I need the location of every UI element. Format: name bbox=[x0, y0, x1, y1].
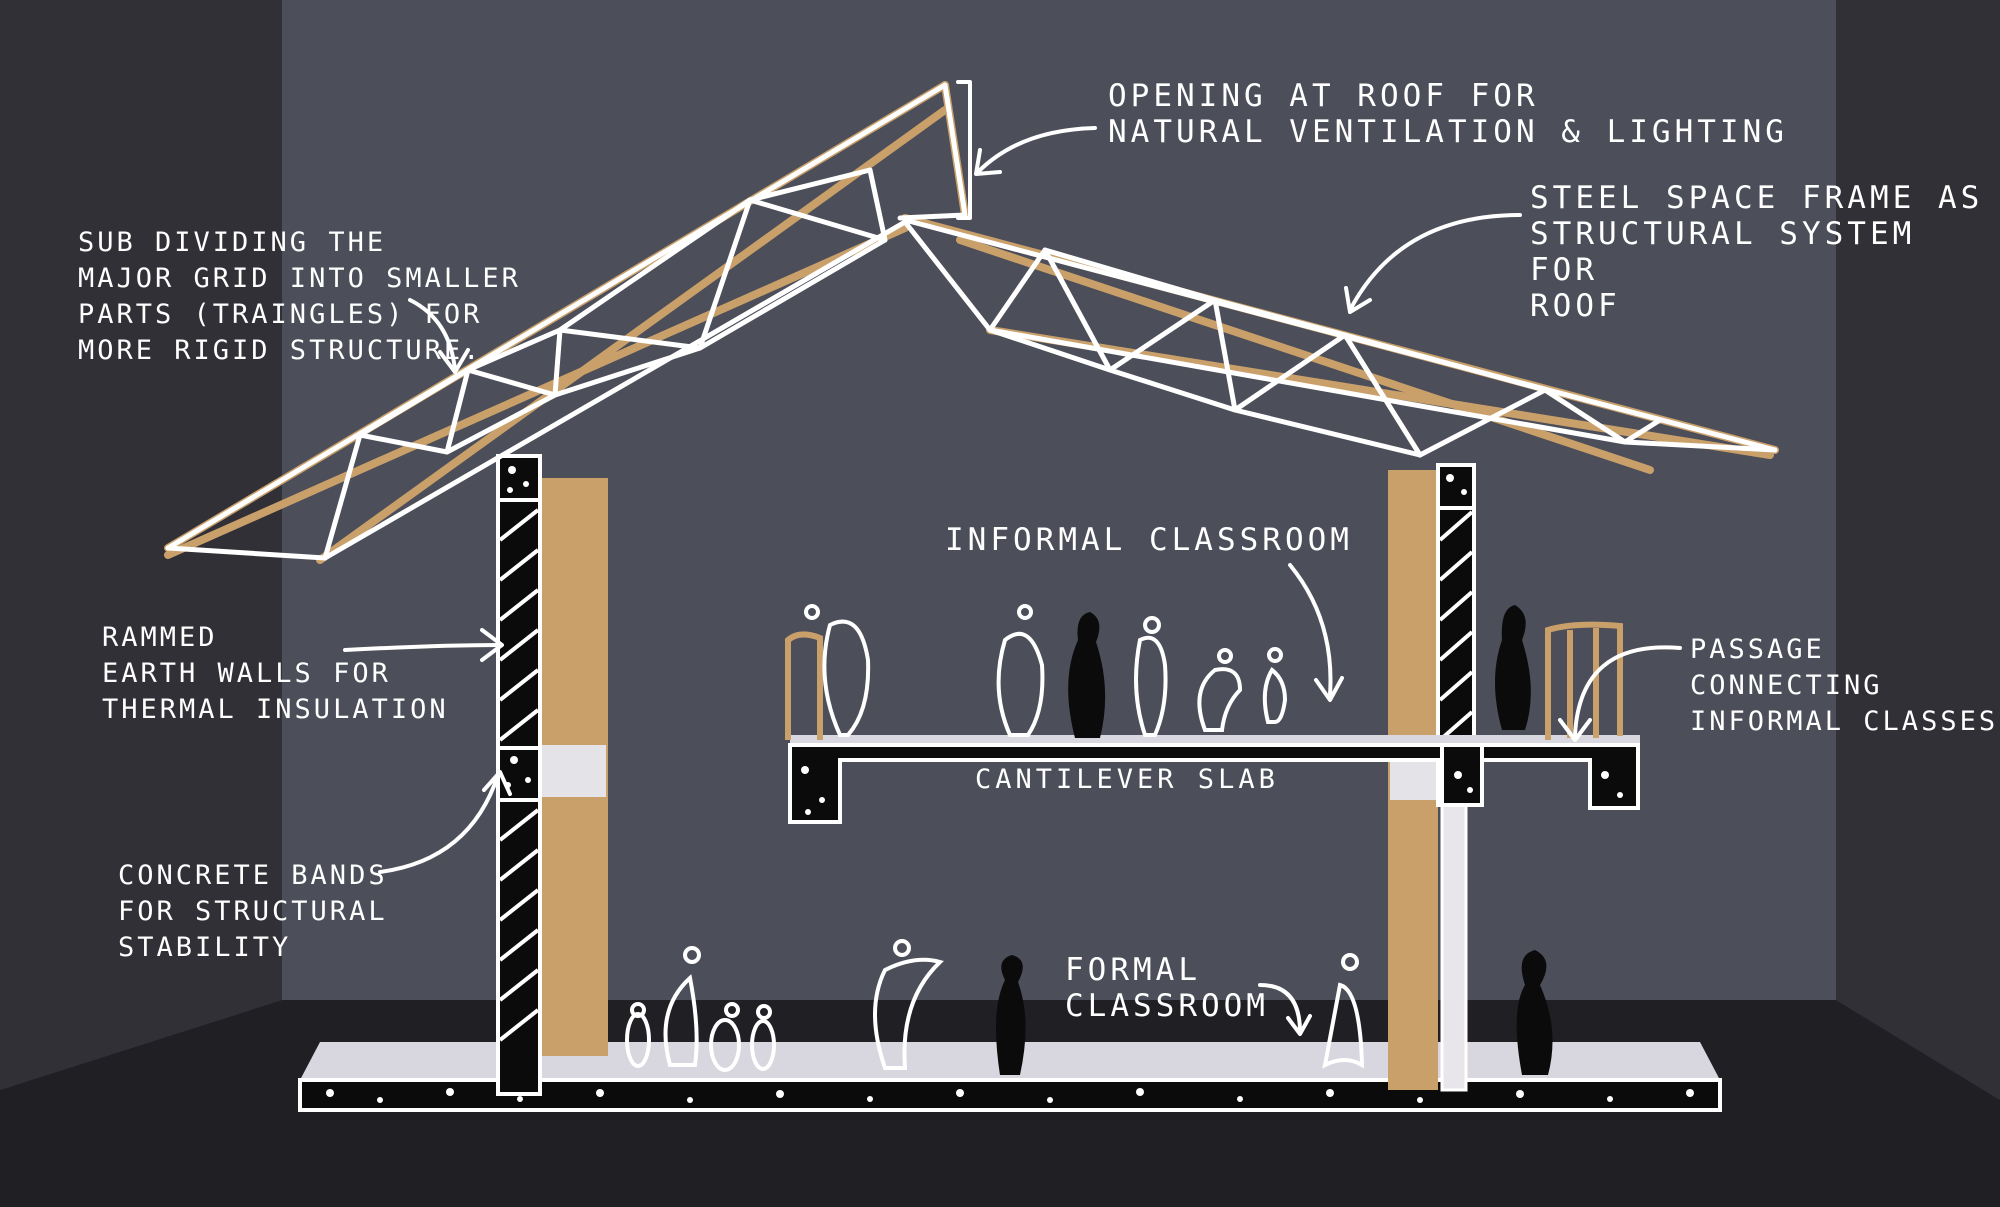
label-informal-classroom: INFORMAL CLASSROOM bbox=[945, 522, 1353, 558]
passage-arrow bbox=[1573, 645, 1682, 737]
silhouette-upper-2 bbox=[1495, 605, 1531, 730]
roof-opening-arrow bbox=[976, 126, 1097, 174]
formal-classroom-arrow bbox=[1258, 983, 1302, 1034]
ground-slab-speckle bbox=[326, 1088, 1694, 1103]
right-wall-band bbox=[1390, 760, 1436, 800]
people-upper-floor-silhouettes bbox=[1068, 605, 1531, 738]
label-cantilever-slab: CANTILEVER SLAB bbox=[975, 764, 1279, 795]
cantilever-slab-section bbox=[788, 743, 1640, 824]
concrete-bands-arrow bbox=[378, 773, 500, 874]
right-side-wall bbox=[1836, 0, 2000, 1100]
label-concrete-bands: CONCRETE BANDS FOR STRUCTURAL STABILITY bbox=[118, 860, 388, 963]
roof-sketch-lines bbox=[165, 82, 1778, 561]
silhouette-ground-1 bbox=[996, 955, 1026, 1075]
label-rammed-earth: RAMMED EARTH WALLS FOR THERMAL INSULATIO… bbox=[102, 622, 449, 725]
rammed-earth-arrow bbox=[343, 643, 502, 652]
informal-classroom-arrow bbox=[1288, 563, 1333, 697]
label-formal-classroom: FORMAL CLASSROOM bbox=[1065, 952, 1269, 1024]
label-subdividing: SUB DIVIDING THE MAJOR GRID INTO SMALLER… bbox=[78, 227, 521, 366]
roof-opening-bracket bbox=[956, 80, 972, 220]
subdividing-arrow bbox=[408, 298, 457, 372]
silhouette-ground-2 bbox=[1516, 950, 1553, 1075]
people-upper-floor bbox=[804, 604, 1288, 737]
silhouette-upper-1 bbox=[1068, 612, 1106, 738]
annotation-arrows bbox=[343, 80, 1682, 1036]
space-frame-arrow bbox=[1348, 213, 1522, 312]
left-wall-section bbox=[496, 454, 542, 1096]
people-ground-floor bbox=[625, 939, 1365, 1072]
left-wall-band bbox=[540, 745, 606, 797]
label-roof-opening: OPENING AT ROOF FOR NATURAL VENTILATION … bbox=[1108, 78, 1788, 150]
left-wall-hatch bbox=[498, 498, 540, 1042]
left-side-wall bbox=[0, 0, 282, 1090]
label-space-frame: STEEL SPACE FRAME AS STRUCTURAL SYSTEM F… bbox=[1530, 180, 1984, 324]
label-passage: PASSAGE CONNECTING INFORMAL CLASSES bbox=[1690, 634, 1999, 737]
right-wall-column bbox=[1440, 798, 1468, 1092]
people-ground-floor-silhouettes bbox=[996, 950, 1553, 1075]
balcony-railing bbox=[785, 621, 1623, 740]
cantilever-speckle bbox=[801, 766, 1623, 815]
